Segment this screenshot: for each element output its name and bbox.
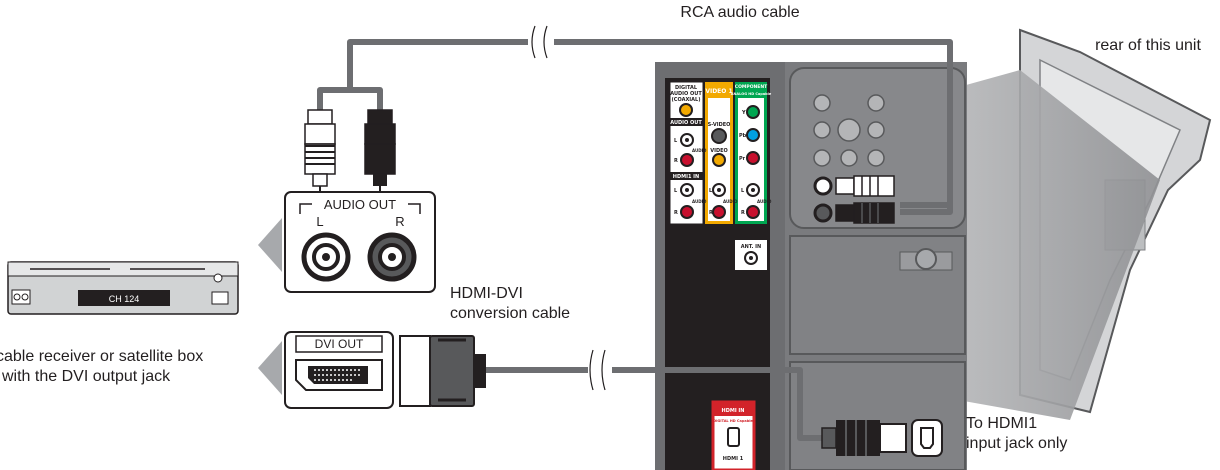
audio-out-l-label: L	[316, 214, 323, 229]
video1-label: VIDEO 1	[705, 88, 732, 95]
component-y-jack	[746, 105, 760, 119]
hdmi-plug	[821, 420, 907, 456]
hdmi-1-label: HDMI 1	[723, 456, 744, 462]
hdmi1-audio-l-label: L	[674, 188, 678, 194]
antenna-in-jack	[744, 251, 758, 265]
video-label: VIDEO	[710, 148, 728, 154]
component-audio-r-jack	[746, 205, 760, 219]
audio-out-r-jack	[680, 153, 694, 167]
pr-label: Pr	[739, 156, 746, 162]
hdmi1-audio-l-jack	[680, 183, 694, 197]
panel-audio-out-label: AUDIO OUT	[670, 120, 702, 126]
hdmi-dvi-cable	[399, 335, 822, 441]
cable-box-device	[7, 261, 239, 315]
cable-box-label-line2: with the DVI output jack	[1, 368, 171, 385]
video-audio-l-jack	[712, 183, 726, 197]
video-audio-r-label: R	[709, 210, 713, 216]
digital-audio-out-label-1: DIGITAL	[675, 85, 698, 91]
audio-out-l-jack-large	[301, 232, 351, 282]
video-audio-label: AUDIO	[723, 199, 738, 204]
dvi-out-label: DVI OUT	[315, 337, 364, 351]
rear-of-unit-label: rear of this unit	[1095, 37, 1201, 54]
hdmi1-in-jack	[727, 427, 740, 447]
dvi-callout-arrow	[258, 341, 282, 395]
audio-out-l-label: L	[674, 138, 678, 144]
rca-plug-white	[304, 109, 336, 198]
svideo-label: S-VIDEO	[708, 122, 731, 128]
video-audio-l-label: L	[709, 188, 713, 194]
panel-hdmi1-in-label: HDMI1 IN	[673, 174, 699, 180]
digital-audio-out-label-2: AUDIO OUT	[670, 91, 702, 97]
component-audio-label: AUDIO	[757, 199, 772, 204]
rca-audio-cable	[317, 39, 953, 215]
audio-out-r-label: R	[395, 214, 404, 229]
hdmi1-audio-r-jack	[680, 205, 694, 219]
component-pr-jack	[746, 151, 760, 165]
svideo-jack	[711, 128, 727, 144]
audio-out-audio-label: AUDIO	[692, 148, 707, 153]
video-jack	[712, 153, 726, 167]
hdmi-dvi-label: HDMI-DVI	[450, 285, 523, 302]
audio-out-l-jack	[680, 133, 694, 147]
rca-audio-cable-label: RCA audio cable	[680, 4, 799, 21]
dvi-out-panel	[284, 331, 394, 409]
input-jack-only-label: input jack only	[966, 435, 1067, 452]
hdmi-port-icon	[911, 419, 943, 457]
component-pb-jack	[746, 128, 760, 142]
hdmi1-audio-r-label: R	[674, 210, 678, 216]
component-audio-l-jack	[746, 183, 760, 197]
audio-callout-arrow	[258, 218, 282, 272]
digital-audio-out-label-3: (COAXIAL)	[672, 97, 701, 103]
video-audio-r-jack	[712, 205, 726, 219]
component-sub-label: ANALOG HD Capable	[731, 92, 772, 96]
pb-label: Pb	[739, 133, 747, 139]
y-label: Y	[741, 110, 746, 116]
to-hdmi1-label: To HDMI1	[966, 415, 1037, 432]
conversion-cable-label: conversion cable	[450, 305, 570, 322]
audio-out-panel	[284, 191, 436, 293]
digital-audio-out-jack	[679, 103, 693, 117]
ant-in-label: ANT. IN	[741, 244, 761, 250]
cable-box-label-line1: cable receiver or satellite box	[0, 348, 203, 365]
rca-plug-red-tv	[835, 202, 895, 224]
hdmi1-audio-label: AUDIO	[692, 199, 707, 204]
audio-out-label: AUDIO OUT	[324, 197, 396, 212]
hdmi-in-sub-label: DIGITAL HD Capable	[713, 419, 753, 423]
audio-out-r-label: R	[674, 158, 678, 164]
component-audio-r-label: R	[741, 210, 745, 216]
hdmi-in-label: HDMI IN	[722, 408, 745, 414]
cable-box-display: CH 124	[109, 294, 140, 304]
audio-out-r-jack-large	[367, 232, 417, 282]
component-label: COMPONENT	[735, 84, 768, 90]
zoom-shadow	[930, 70, 1160, 420]
rca-plug-red	[364, 109, 396, 198]
rear-panel-zoom: DIGITAL AUDIO OUT (COAXIAL) AUDIO OUT HD…	[655, 62, 967, 470]
rca-plug-white-tv	[835, 175, 895, 197]
component-audio-l-label: L	[741, 188, 745, 194]
